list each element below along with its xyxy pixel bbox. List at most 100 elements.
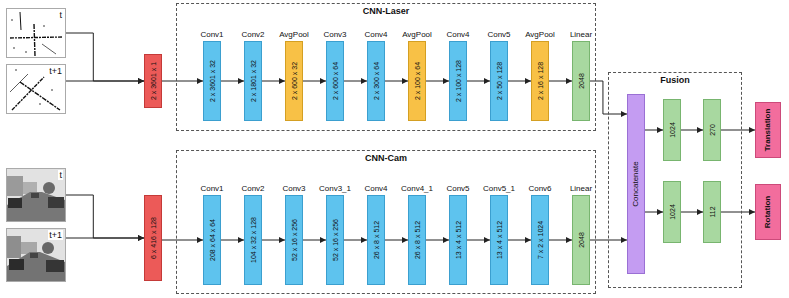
layer-size: 2 x 1801 x 32	[250, 60, 257, 102]
scan-point	[25, 51, 27, 53]
layer-size: 52 x 16 x 256	[291, 219, 298, 261]
arrow-connector	[303, 81, 326, 82]
conv-layer: Conv352 x 16 x 256	[285, 195, 303, 285]
conv-layer: Conv5_113 x 4 x 512	[490, 195, 508, 285]
scan-wall	[12, 77, 44, 110]
layer-size: 2 x 600 x 64	[332, 62, 339, 100]
photo-building	[7, 176, 23, 196]
arrow-connector	[66, 81, 144, 82]
output-box: Translation	[755, 102, 781, 158]
arrow-connector	[262, 81, 285, 82]
layer-name: Conv1	[200, 30, 223, 39]
conv-layer: Conv2104 x 32 x 128	[244, 195, 262, 285]
scan-wall	[10, 37, 63, 38]
layer-size: 13 x 4 x 512	[496, 221, 503, 259]
scan-wall	[20, 82, 60, 110]
conv-layer: Conv67 x 2 x 1024	[531, 195, 549, 285]
conv-layer: Conv1208 x 64 x 64	[203, 195, 221, 285]
fc-layer: 1024	[663, 181, 681, 243]
branch-group: CNN-CamConv1208 x 64 x 64Conv2104 x 32 x…	[176, 150, 596, 294]
laser-scan-panel: t	[6, 8, 66, 58]
layer-size: 52 x 16 x 256	[332, 219, 339, 261]
layer-name: Linear	[570, 30, 592, 39]
camera-photo-t1	[7, 229, 65, 281]
pool-layer: AvgPool2 x 100 x 64	[408, 41, 426, 121]
arrow-connector	[721, 130, 755, 131]
layer-name: AvgPool	[402, 30, 432, 39]
linear-layer: Linear2048	[572, 195, 590, 285]
arrow-connector	[467, 240, 490, 241]
layer-name: AvgPool	[525, 30, 555, 39]
arrow-connector	[721, 212, 755, 213]
conv-layer: Conv513 x 4 x 512	[449, 195, 467, 285]
layer-size: 208 x 64 x 64	[209, 219, 216, 261]
scan-point	[15, 69, 17, 71]
photo-car	[8, 198, 22, 208]
arrow-connector	[426, 81, 449, 82]
conv-layer: Conv42 x 300 x 64	[367, 41, 385, 121]
scan-point	[51, 89, 53, 91]
fusion-group: FusionConcatenate10242701024112	[608, 72, 742, 288]
layer-size: 2 x 3601 x 1	[150, 62, 157, 100]
layer-name: Conv2	[241, 184, 264, 193]
arrow-connector	[303, 240, 326, 241]
layer-size: 112	[709, 206, 716, 217]
layer-name: Linear	[570, 184, 592, 193]
branch-group: CNN-LaserConv12 x 3601 x 32Conv22 x 1801…	[176, 3, 596, 131]
laser-scan-t	[7, 9, 65, 57]
photo-car	[48, 197, 64, 208]
fc-layer: 1024	[663, 99, 681, 161]
pool-layer: AvgPool2 x 16 x 128	[531, 41, 549, 121]
conv-layer: Conv3_152 x 16 x 256	[326, 195, 344, 285]
arrow-connector	[385, 240, 408, 241]
arrow-connector	[508, 81, 531, 82]
layer-size: 270	[709, 124, 716, 136]
camera-image-panel: t+1	[6, 228, 66, 282]
arrow-connector	[66, 238, 144, 239]
scan-wall	[10, 74, 28, 92]
conv-layer: Conv12 x 3601 x 32	[203, 41, 221, 121]
photo-road	[7, 192, 65, 221]
layer-name: Conv5_1	[483, 184, 515, 193]
arrow-connector	[344, 240, 367, 241]
arrow-connector	[681, 212, 703, 213]
conv-layer: Conv22 x 1801 x 32	[244, 41, 262, 121]
arrow-connector	[549, 240, 572, 241]
scan-wall	[42, 44, 56, 54]
photo-tree	[43, 182, 55, 194]
photo-car	[9, 259, 24, 270]
layer-name: Conv3	[323, 30, 346, 39]
camera-photo-t	[7, 169, 65, 221]
photo-tree	[42, 242, 54, 254]
photo-car	[30, 253, 38, 258]
scan-point	[43, 25, 45, 27]
layer-size: 2 x 3601 x 32	[209, 60, 216, 102]
conv-layer: Conv42 x 100 x 128	[449, 41, 467, 121]
fc-layer: 112	[703, 181, 721, 243]
frame-label: t	[58, 170, 63, 180]
frame-label: t+1	[48, 230, 63, 240]
layer-size: 2 x 100 x 64	[414, 62, 421, 100]
layer-name: Conv1	[200, 184, 223, 193]
input-tensor: 6 x 416 x 128	[144, 195, 162, 281]
group-title: CNN-Laser	[177, 6, 595, 17]
camera-image-panel: t	[6, 168, 66, 222]
input-tensor: 2 x 3601 x 1	[144, 54, 162, 108]
scan-point	[13, 47, 15, 49]
photo-building	[7, 236, 21, 258]
frame-label: t+1	[48, 66, 63, 76]
scan-point	[11, 19, 13, 21]
output-box: Rotation	[755, 184, 781, 240]
scan-wall	[34, 24, 35, 56]
arrow-connector	[385, 81, 408, 82]
layer-size: Translation	[764, 109, 772, 152]
layer-name: Conv5	[487, 30, 510, 39]
layer-name: Conv4_1	[401, 184, 433, 193]
layer-size: 2048	[578, 232, 585, 248]
arrow-connector	[681, 130, 703, 131]
photo-road	[7, 252, 65, 281]
photo-sky	[7, 229, 65, 281]
conv-layer: Conv32 x 600 x 64	[326, 41, 344, 121]
layer-size: Rotation	[764, 196, 772, 228]
